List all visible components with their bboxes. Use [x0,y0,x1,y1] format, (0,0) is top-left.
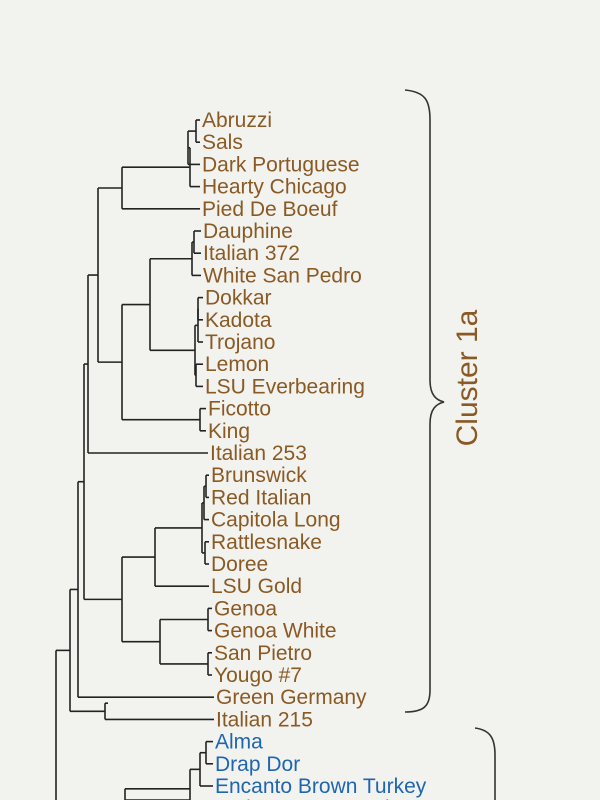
leaf-label: Yougo #7 [214,664,302,687]
leaf-label: Drap Dor [215,753,300,776]
leaf-label: Dokkar [205,287,272,310]
leaf-label: Dauphine [203,220,293,243]
leaf-label: Hearty Chicago [202,176,347,199]
leaf-label: Encanto Brown Turkey [215,775,427,798]
leaf-label: Italian 215 [216,708,313,731]
leaf-label: San Pietro [214,642,312,665]
leaf-label: LSU Everbearing [205,375,365,398]
leaf-label: White San Pedro [203,264,362,287]
leaf-label: Pied De Boeuf [202,198,338,221]
leaf-label: Abruzzi [202,109,272,132]
leaf-label: Alma [215,731,263,754]
leaf-label: Rattlesnake [211,531,322,554]
leaf-label: Kadota [205,309,272,332]
cluster-1b-brace [474,727,496,800]
leaf-label: King [208,420,250,443]
leaf-label: Sals [202,131,243,154]
leaf-label: Green Germany [216,686,367,709]
leaf-label: LSU Gold [211,575,302,598]
leaf-label: Italian 372 [203,242,300,265]
leaf-label: Lemon [205,353,269,376]
leaf-label: Genoa [214,597,277,620]
leaf-label: Malcoms Super Giant [217,797,419,800]
cluster-1a-brace [404,89,445,713]
leaf-label: Trojano [205,331,275,354]
leaf-label: Doree [211,553,268,576]
leaf-label: Ficotto [208,398,271,421]
leaf-label: Italian 253 [210,442,307,465]
leaf-label: Brunswick [211,464,307,487]
leaf-label: Red Italian [211,486,311,509]
leaf-label: Capitola Long [211,509,341,532]
dendrogram-branches [55,119,214,800]
cluster-1a-label: Cluster 1a [451,309,484,446]
leaf-label: Dark Portuguese [202,153,360,176]
leaf-label: Genoa White [214,620,337,643]
